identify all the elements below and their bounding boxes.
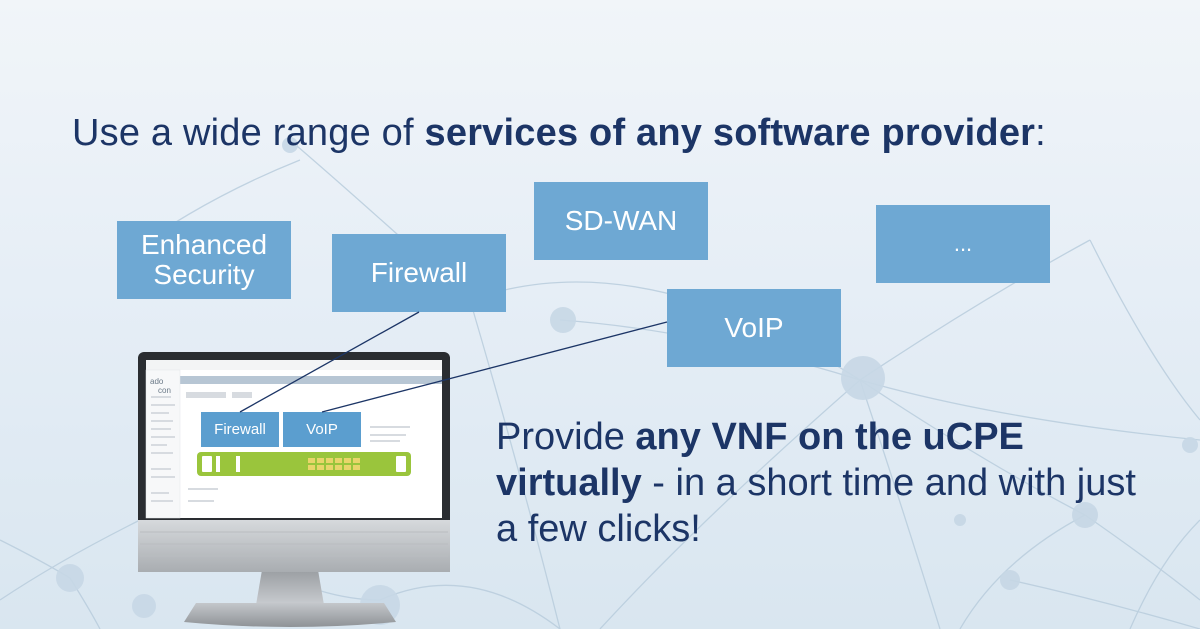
headline-colon: : bbox=[1035, 112, 1046, 154]
headline-text: Use a wide range of bbox=[72, 112, 425, 154]
monitor-stand-base bbox=[184, 603, 396, 627]
screen-firewall-box: Firewall bbox=[201, 412, 279, 447]
page-headline: Use a wide range of services of any soft… bbox=[72, 112, 1046, 155]
screen-logo: ado bbox=[150, 377, 164, 386]
router-device bbox=[197, 452, 411, 476]
subline-text: Provide any VNF on the uCPE virtually - … bbox=[496, 414, 1156, 552]
subline-part2: - in a short time and with just a few cl… bbox=[496, 462, 1136, 550]
service-label-line2: Security bbox=[153, 259, 255, 290]
service-label: VoIP bbox=[724, 312, 784, 343]
service-box-firewall: Firewall bbox=[332, 234, 506, 312]
service-box-voip: VoIP bbox=[667, 289, 841, 367]
subline-bold: any VNF on the uCPE virtually bbox=[496, 416, 1024, 504]
service-label: Firewall bbox=[370, 257, 468, 288]
screen-voip-box: VoIP bbox=[283, 412, 361, 447]
service-box-enhanced-security: Enhanced Security bbox=[117, 221, 291, 299]
service-label: ... bbox=[953, 231, 973, 256]
service-label: SD-WAN bbox=[564, 205, 678, 236]
subline-part1: Provide bbox=[496, 416, 636, 458]
service-label-line1: Enhanced bbox=[140, 229, 268, 260]
monitor-stand-neck bbox=[256, 570, 324, 605]
screen-firewall-label: Firewall bbox=[214, 421, 266, 438]
screen-voip-label: VoIP bbox=[306, 421, 338, 438]
headline-bold-text: services of any software provider bbox=[424, 112, 1036, 154]
service-box-sd-wan: SD-WAN bbox=[534, 182, 708, 260]
svg-text:con: con bbox=[158, 386, 171, 395]
service-box-more: ... bbox=[876, 205, 1050, 283]
monitor-chin bbox=[138, 520, 450, 572]
